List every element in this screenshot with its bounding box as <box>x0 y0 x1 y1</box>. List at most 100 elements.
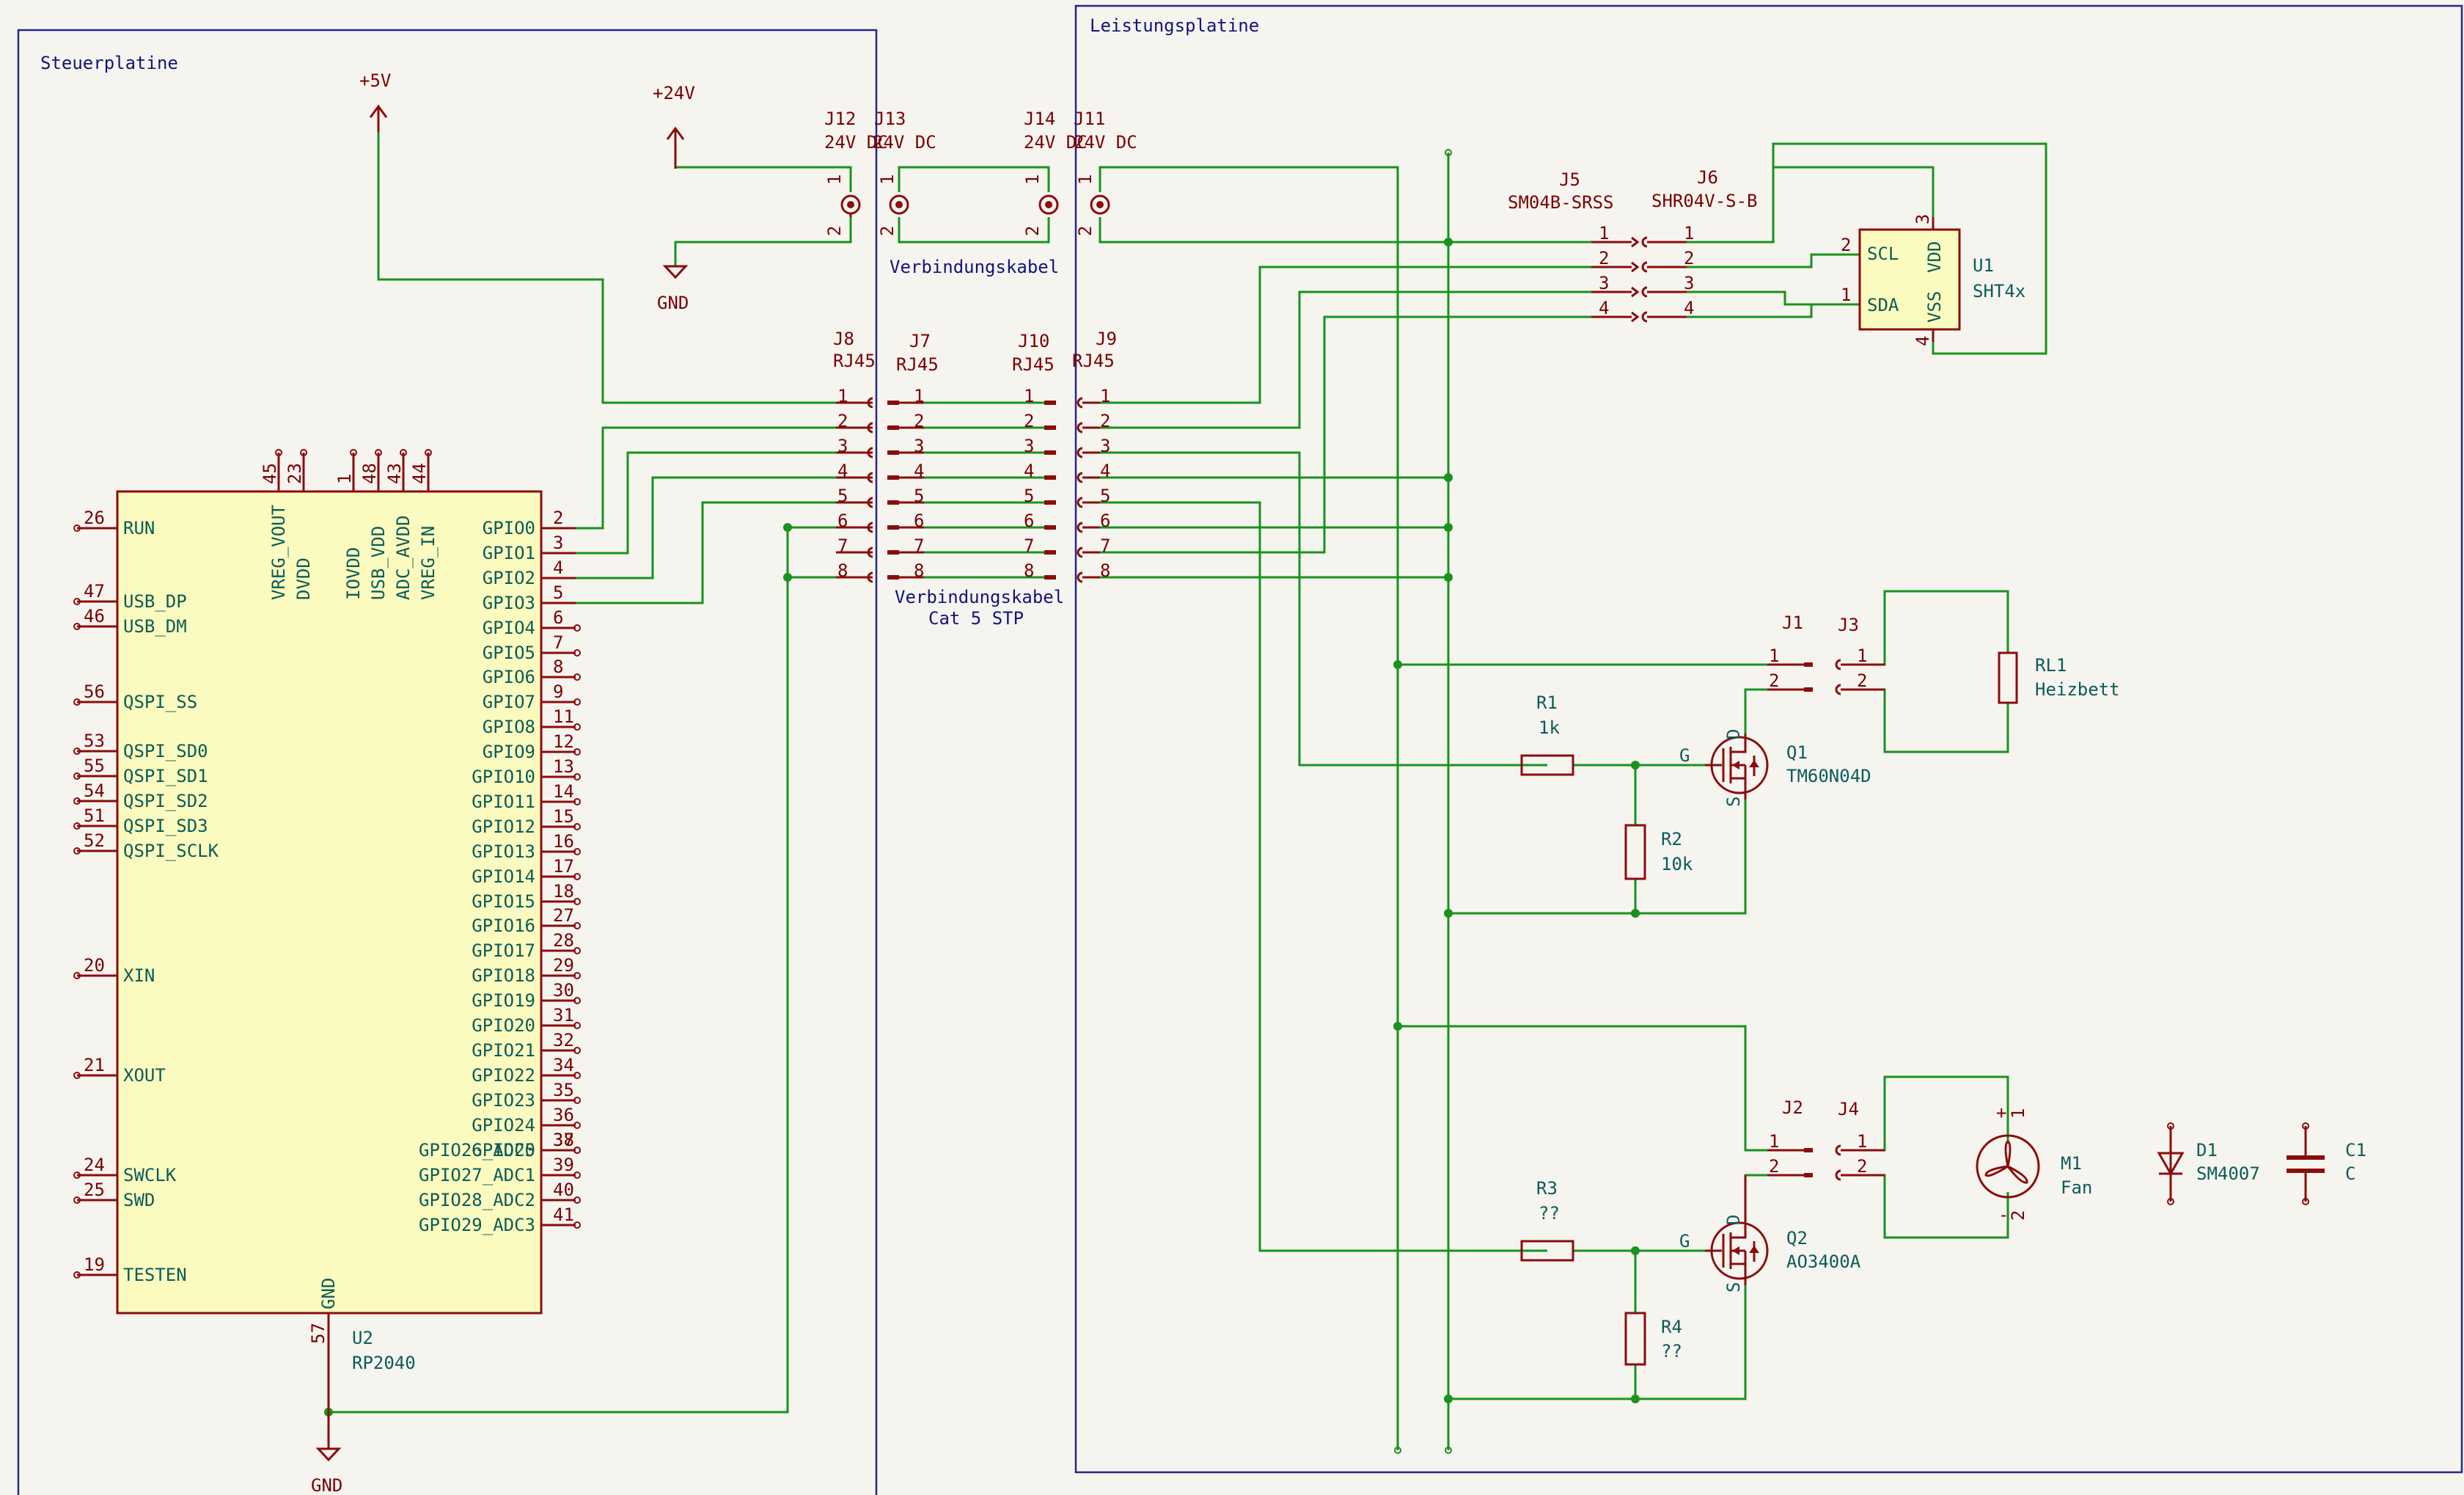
u2-right-pin-number: 16 <box>553 831 574 852</box>
connector-j5-j6: J5 SM04B-SRSS J6 SHR04V-S-B 1 2 3 4 1 2 … <box>1508 167 1758 323</box>
u2-left-pin-number: 56 <box>84 681 105 702</box>
u2-right-pin-name: GPIO11 <box>472 792 535 812</box>
svg-text:2: 2 <box>1857 1156 1867 1177</box>
svg-text:2: 2 <box>1599 248 1609 268</box>
q1-mosfet: G D S Q1 TM60N04D <box>1679 729 1871 807</box>
svg-text:1: 1 <box>1100 386 1110 406</box>
u2-right-pin-name: GPIO4 <box>483 618 535 638</box>
svg-text:8: 8 <box>1100 560 1110 581</box>
svg-text:2: 2 <box>1684 248 1694 268</box>
u2-right-pin-name: GPIO18 <box>472 965 535 986</box>
u2-right-pin-number: 8 <box>553 657 563 677</box>
u2-gnd-pin-number: 57 <box>308 1323 329 1344</box>
fan-connectors: J2 J4 1 2 1 2 <box>1767 1097 1885 1181</box>
u2-right-pin-number: 38 <box>553 1130 574 1150</box>
svg-text:6: 6 <box>1024 511 1034 531</box>
svg-text:J8: J8 <box>833 329 854 349</box>
u2-left-pin-number: 24 <box>84 1155 105 1175</box>
svg-text:RJ45: RJ45 <box>833 351 876 371</box>
u2-top-pin-name: IOVDD <box>343 547 364 600</box>
svg-text:2: 2 <box>2008 1210 2028 1221</box>
svg-text:2: 2 <box>1024 411 1034 431</box>
u2-top-pin-name: VREG_IN <box>418 526 439 600</box>
u2-right-pin-number: 15 <box>553 806 574 827</box>
u2-left-pin-name: TESTEN <box>123 1265 187 1285</box>
svg-text:3: 3 <box>1913 214 1933 224</box>
heater-connectors: J1 J3 1 2 1 2 <box>1767 613 1885 695</box>
u2-top-pin-name: ADC_AVDD <box>393 515 414 600</box>
svg-text:J5: J5 <box>1559 169 1580 190</box>
u2-right-pin-number: 40 <box>553 1180 574 1200</box>
svg-text:J4: J4 <box>1838 1099 1859 1119</box>
u2-right-pin-number: 3 <box>553 533 563 553</box>
svg-text:Heizbett: Heizbett <box>2035 679 2120 700</box>
svg-text:24V DC: 24V DC <box>1074 132 1137 153</box>
svg-text:SDA: SDA <box>1867 295 1899 315</box>
u2-rp2040: RUN26USB_DP47USB_DM46QSPI_SS56QSPI_SD053… <box>73 449 581 1373</box>
svg-text:J6: J6 <box>1697 167 1718 188</box>
u2-top-pin-number: 43 <box>384 463 405 484</box>
svg-text:D1: D1 <box>2196 1140 2218 1160</box>
u2-left-pin-number: 47 <box>84 581 105 602</box>
svg-text:RJ45: RJ45 <box>1072 351 1115 371</box>
rl1-heizbett: RL1 Heizbett <box>1998 651 2120 704</box>
u2-top-pin-name: VREG_VOUT <box>268 505 289 600</box>
svg-text:U2: U2 <box>352 1328 373 1348</box>
svg-text:C1: C1 <box>2345 1140 2366 1160</box>
rj45-labels: J8 RJ45 J7 RJ45 J10 RJ45 J9 RJ45 <box>833 329 1117 375</box>
u2-right-pin-name: GPIO20 <box>472 1015 535 1036</box>
svg-text:7: 7 <box>1024 536 1034 556</box>
connector-j12: J12 24V DC 1 2 <box>824 109 888 236</box>
u2-right-pin-number: 36 <box>553 1105 574 1125</box>
svg-text:J3: J3 <box>1838 615 1859 635</box>
svg-text:2: 2 <box>1075 226 1096 236</box>
u2-right-pin-name: GPIO26_ADC0 <box>419 1140 535 1160</box>
r3: R3 ?? <box>1520 1178 1574 1262</box>
svg-text:J12: J12 <box>824 109 856 129</box>
u2-right-pin-number: 32 <box>553 1030 574 1050</box>
svg-text:5: 5 <box>1100 486 1110 506</box>
svg-text:??: ?? <box>1539 1203 1560 1224</box>
svg-text:-: - <box>1998 1205 2009 1225</box>
svg-text:+24V: +24V <box>653 83 695 103</box>
svg-text:TM60N04D: TM60N04D <box>1786 766 1871 786</box>
svg-text:1: 1 <box>837 386 848 406</box>
u2-right-pin-name: GPIO6 <box>483 667 535 687</box>
svg-text:R4: R4 <box>1661 1317 1682 1337</box>
svg-text:SHR04V-S-B: SHR04V-S-B <box>1651 191 1758 211</box>
svg-text:24V DC: 24V DC <box>873 132 936 153</box>
u2-right-pin-name: GPIO14 <box>472 866 535 887</box>
u2-right-pin-number: 41 <box>553 1205 574 1225</box>
u2-right-pin-number: 39 <box>553 1155 574 1175</box>
u2-left-pin-name: XIN <box>123 965 155 986</box>
u2-gnd-pin-name: GND <box>318 1278 339 1309</box>
svg-text:J14: J14 <box>1024 109 1055 129</box>
svg-text:S: S <box>1723 1282 1744 1293</box>
svg-text:24V DC: 24V DC <box>1024 132 1088 153</box>
u2-left-pin-name: SWD <box>123 1190 155 1210</box>
u2-left-pin-number: 19 <box>84 1254 105 1275</box>
svg-text:3: 3 <box>1684 273 1694 293</box>
u2-right-pin-number: 13 <box>553 756 574 777</box>
wires <box>329 114 2047 1450</box>
svg-text:RJ45: RJ45 <box>896 354 939 375</box>
u2-right-pin-name: GPIO7 <box>483 692 535 712</box>
dc-cable-label: Verbindungskabel <box>890 257 1059 277</box>
u2-right-pin-number: 9 <box>553 681 563 702</box>
u2-right-pin-number: 34 <box>553 1055 574 1075</box>
svg-text:4: 4 <box>1684 298 1694 318</box>
u2-right-pin-number: 35 <box>553 1080 574 1100</box>
svg-text:4: 4 <box>1599 298 1609 318</box>
svg-text:5: 5 <box>914 486 924 506</box>
u2-right-pin-number: 17 <box>553 856 574 877</box>
u2-right-pin-name: GPIO25 <box>472 1140 535 1160</box>
u2-right-pin-number: 29 <box>553 955 574 976</box>
svg-text:2: 2 <box>877 226 898 236</box>
u2-right-pin-name: GPIO28_ADC2 <box>419 1190 535 1210</box>
svg-text:VDD: VDD <box>1924 241 1945 273</box>
u2-right-pin-number: 6 <box>553 607 563 628</box>
u2-left-pin-name: USB_DP <box>123 591 187 612</box>
svg-text:G: G <box>1679 1231 1690 1251</box>
svg-text:J7: J7 <box>909 331 931 351</box>
svg-text:3: 3 <box>1100 436 1110 456</box>
